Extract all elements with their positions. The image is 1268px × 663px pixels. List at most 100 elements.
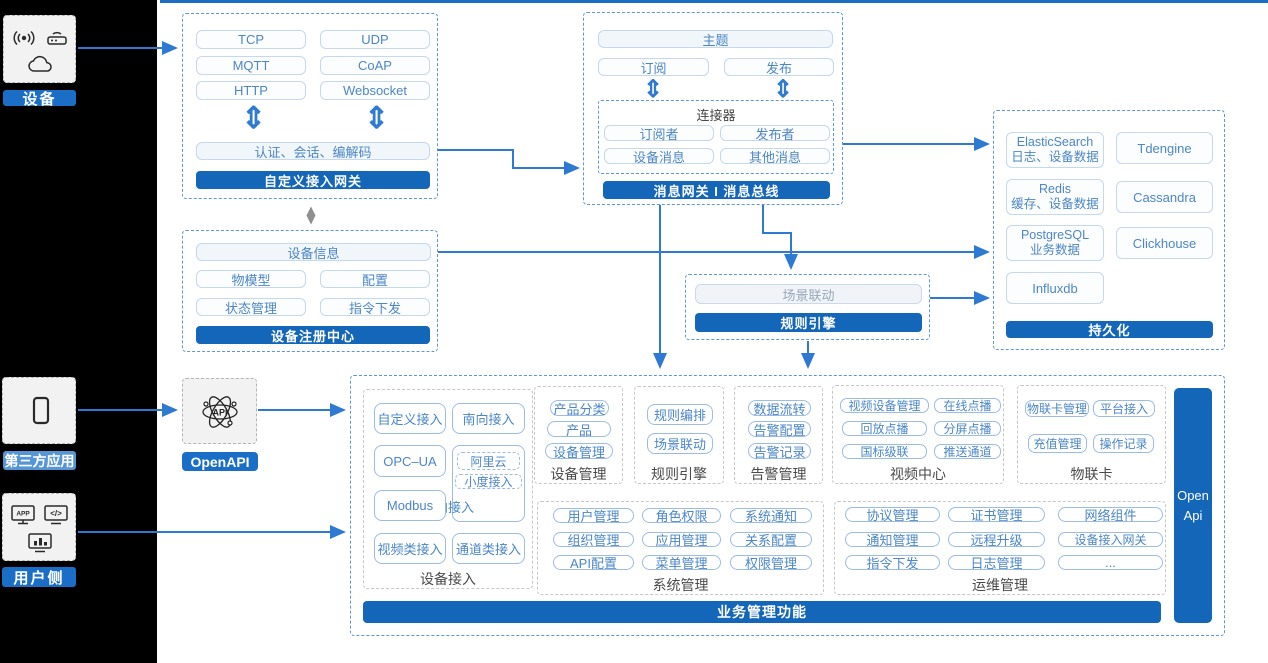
business-box: 自定义接入 南向接入 OPC–UA 阿里云 小度接入 北向接入 Modbus 视… [350,375,1225,636]
module-item: 系统通知 [730,508,812,524]
module-item: 场景联动 [647,433,713,454]
protocol-chip: MQTT [196,56,306,75]
api-atom-icon: API [202,396,238,428]
store-chip: Tdengine [1116,132,1213,164]
store-desc: 业务数据 [1029,243,1080,257]
devices-label: 设备 [3,90,76,108]
module-item: 物联卡管理 [1025,400,1089,417]
module-item: 日志管理 [948,555,1045,571]
userside-label: 用户侧 [2,567,76,587]
module-label: 运维管理 [972,577,1028,593]
store-chip: PostgreSQL 业务数据 [1006,225,1104,261]
connector-chip: 发布者 [720,125,830,142]
connector-chip: 设备消息 [604,148,714,165]
userside-panel: APP </> [2,493,76,561]
dashboard-icon [28,533,52,553]
store-name: ElasticSearch [1016,135,1094,149]
device-registry-title: 设备注册中心 [196,326,430,344]
module-device-management: 产品分类 产品 设备管理 设备管理 [534,386,623,484]
updown-arrow-icon: ⇕ [773,76,794,103]
module-item: 关系配置 [730,532,812,548]
module-operations-management: 协议管理 证书管理 网络组件 通知管理 远程升级 设备接入网关 指令下发 日志管… [834,501,1166,595]
module-item: 指令下发 [845,555,940,571]
module-label: 设备接入 [420,571,476,587]
protocol-chip: CoAP [320,56,430,75]
topic-chip: 主题 [598,30,833,48]
module-label: 告警管理 [750,466,807,482]
persistence-title: 持久化 [1006,321,1213,338]
module-item: 应用管理 [642,532,721,548]
module-item: 分屏点播 [934,421,1001,436]
module-item: 数据流转 [748,400,811,417]
open-api-bar: Open Api [1174,388,1212,623]
rule-engine-box: 场景联动 规则引擎 [685,274,930,340]
module-item: 网络组件 [1058,507,1163,523]
updown-arrow-icon: ⇕ [241,102,267,135]
module-item: 操作记录 [1093,434,1154,453]
module-label: 系统管理 [652,577,709,593]
module-item: 平台接入 [1093,400,1155,417]
store-chip: Influxdb [1006,272,1104,304]
protocol-chip: TCP [196,30,306,49]
phone-icon [32,396,50,425]
module-item: 南向接入 [452,403,525,434]
protocol-chip: Websocket [320,81,430,100]
module-item: 证书管理 [948,507,1045,523]
module-iot-card: 物联卡管理 平台接入 充值管理 操作记录 物联卡 [1017,385,1166,484]
store-chip: Cassandra [1116,181,1213,213]
persistence-box: ElasticSearch 日志、设备数据 Tdengine Redis 缓存、… [993,110,1225,350]
device-info-chip: 设备信息 [196,243,431,261]
rule-engine-title: 规则引擎 [695,313,922,332]
svg-text:APP: APP [16,511,30,518]
subscribe-chip: 订阅 [598,58,709,76]
module-item: 权限管理 [730,555,812,571]
module-item: 菜单管理 [642,555,721,571]
device-sources-panel [3,15,76,83]
module-item: 设备接入网关 [1058,532,1163,547]
module-item: 组织管理 [553,532,634,548]
module-item: 协议管理 [845,507,940,523]
module-item: ... [1058,555,1163,570]
connector-chip: 订阅者 [604,125,714,142]
svg-text:</>: </> [50,509,62,518]
module-item: 产品 [547,421,611,438]
svg-text:API: API [212,408,227,418]
thirdparty-label: 第三方应用 [3,451,76,470]
store-name: PostgreSQL [1020,228,1090,242]
code-icon: </> [44,505,68,525]
protocol-chip: UDP [320,30,430,49]
module-item: 自定义接入 [374,403,446,434]
connector-box: 连接器 订阅者 发布者 设备消息 其他消息 [598,100,834,174]
module-item: Modbus [374,490,446,521]
module-label: 物联卡 [1070,466,1113,482]
module-item: 产品分类 [550,400,609,417]
module-label: 视频中心 [890,466,946,482]
module-item: 阿里云 [457,452,520,470]
module-item: 告警记录 [748,443,811,460]
module-item: 视频设备管理 [840,398,929,413]
registry-chip: 配置 [320,270,430,288]
store-name: Redis [1039,182,1071,196]
protocol-chip: HTTP [196,81,306,100]
openapi-label: OpenAPI [182,452,258,471]
cloud-icon [28,55,52,72]
module-label: 规则引擎 [651,466,707,482]
openapi-node: API [182,378,257,444]
business-title-bar: 业务管理功能 [363,601,1161,623]
registry-chip: 物模型 [196,270,306,288]
store-desc: 缓存、设备数据 [1011,197,1099,211]
app-icon: APP [11,505,35,525]
module-label: 设备管理 [550,466,607,482]
auth-layer-chip: 认证、会话、编解码 [196,142,430,160]
north-access-box [452,445,525,522]
thirdparty-panel [2,377,76,444]
store-chip: Clickhouse [1116,227,1213,259]
module-item: API配置 [553,555,634,571]
open-api-line: Open [1177,488,1209,503]
broadcast-icon [13,30,35,46]
module-item: 用户管理 [553,508,634,524]
module-rule-engine: 规则编排 场景联动 规则引擎 [634,386,724,484]
scene-linkage-chip: 场景联动 [695,284,922,304]
device-registry-box: 设备信息 物模型 配置 状态管理 指令下发 设备注册中心 [182,230,438,352]
